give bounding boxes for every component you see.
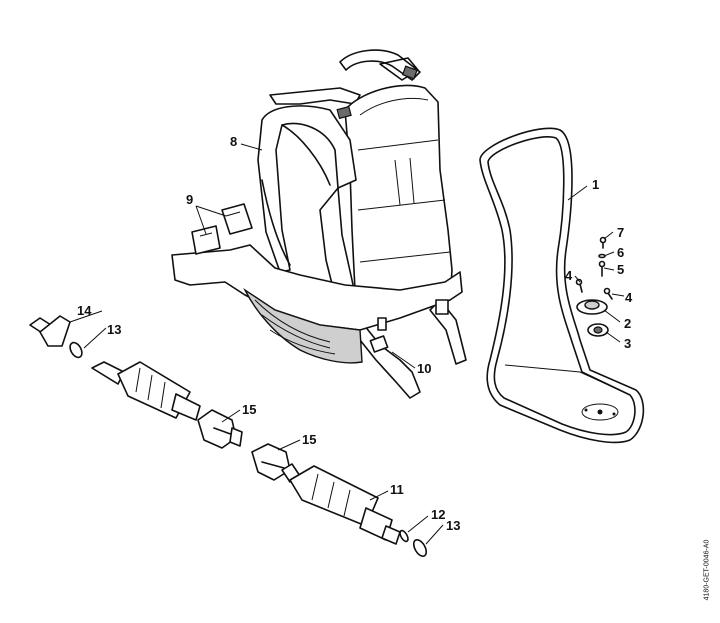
callout-4a: 4 bbox=[565, 268, 573, 283]
callout-13a: 13 bbox=[107, 322, 121, 337]
callout-8: 8 bbox=[230, 134, 237, 149]
callout-12: 12 bbox=[431, 507, 445, 522]
callout-6: 6 bbox=[617, 245, 624, 260]
callout-15b: 15 bbox=[302, 432, 316, 447]
tube-assembly-lower bbox=[251, 443, 428, 557]
leader-lines bbox=[69, 143, 625, 545]
callout-1: 1 bbox=[592, 177, 599, 192]
fastener-parts bbox=[575, 236, 613, 337]
callout-2: 2 bbox=[624, 316, 631, 331]
callout-5: 5 bbox=[617, 262, 624, 277]
callout-4b: 4 bbox=[625, 290, 633, 305]
callout-11: 11 bbox=[390, 482, 404, 497]
callout-9: 9 bbox=[186, 192, 193, 207]
backpack-harness bbox=[171, 49, 467, 399]
callout-labels: 1 2 3 4 4 5 6 7 8 9 10 11 12 13 13 14 15… bbox=[77, 134, 633, 533]
callout-10: 10 bbox=[417, 361, 431, 376]
callout-15a: 15 bbox=[242, 402, 256, 417]
back-frame bbox=[479, 127, 645, 444]
callout-14: 14 bbox=[77, 303, 92, 318]
document-id: 4180-GET-0046-A0 bbox=[700, 520, 714, 620]
tube-assembly-upper bbox=[29, 315, 243, 449]
callout-7: 7 bbox=[617, 225, 624, 240]
callout-13b: 13 bbox=[446, 518, 460, 533]
callout-3: 3 bbox=[624, 336, 631, 351]
document-id-text: 4180-GET-0046-A0 bbox=[703, 539, 711, 601]
